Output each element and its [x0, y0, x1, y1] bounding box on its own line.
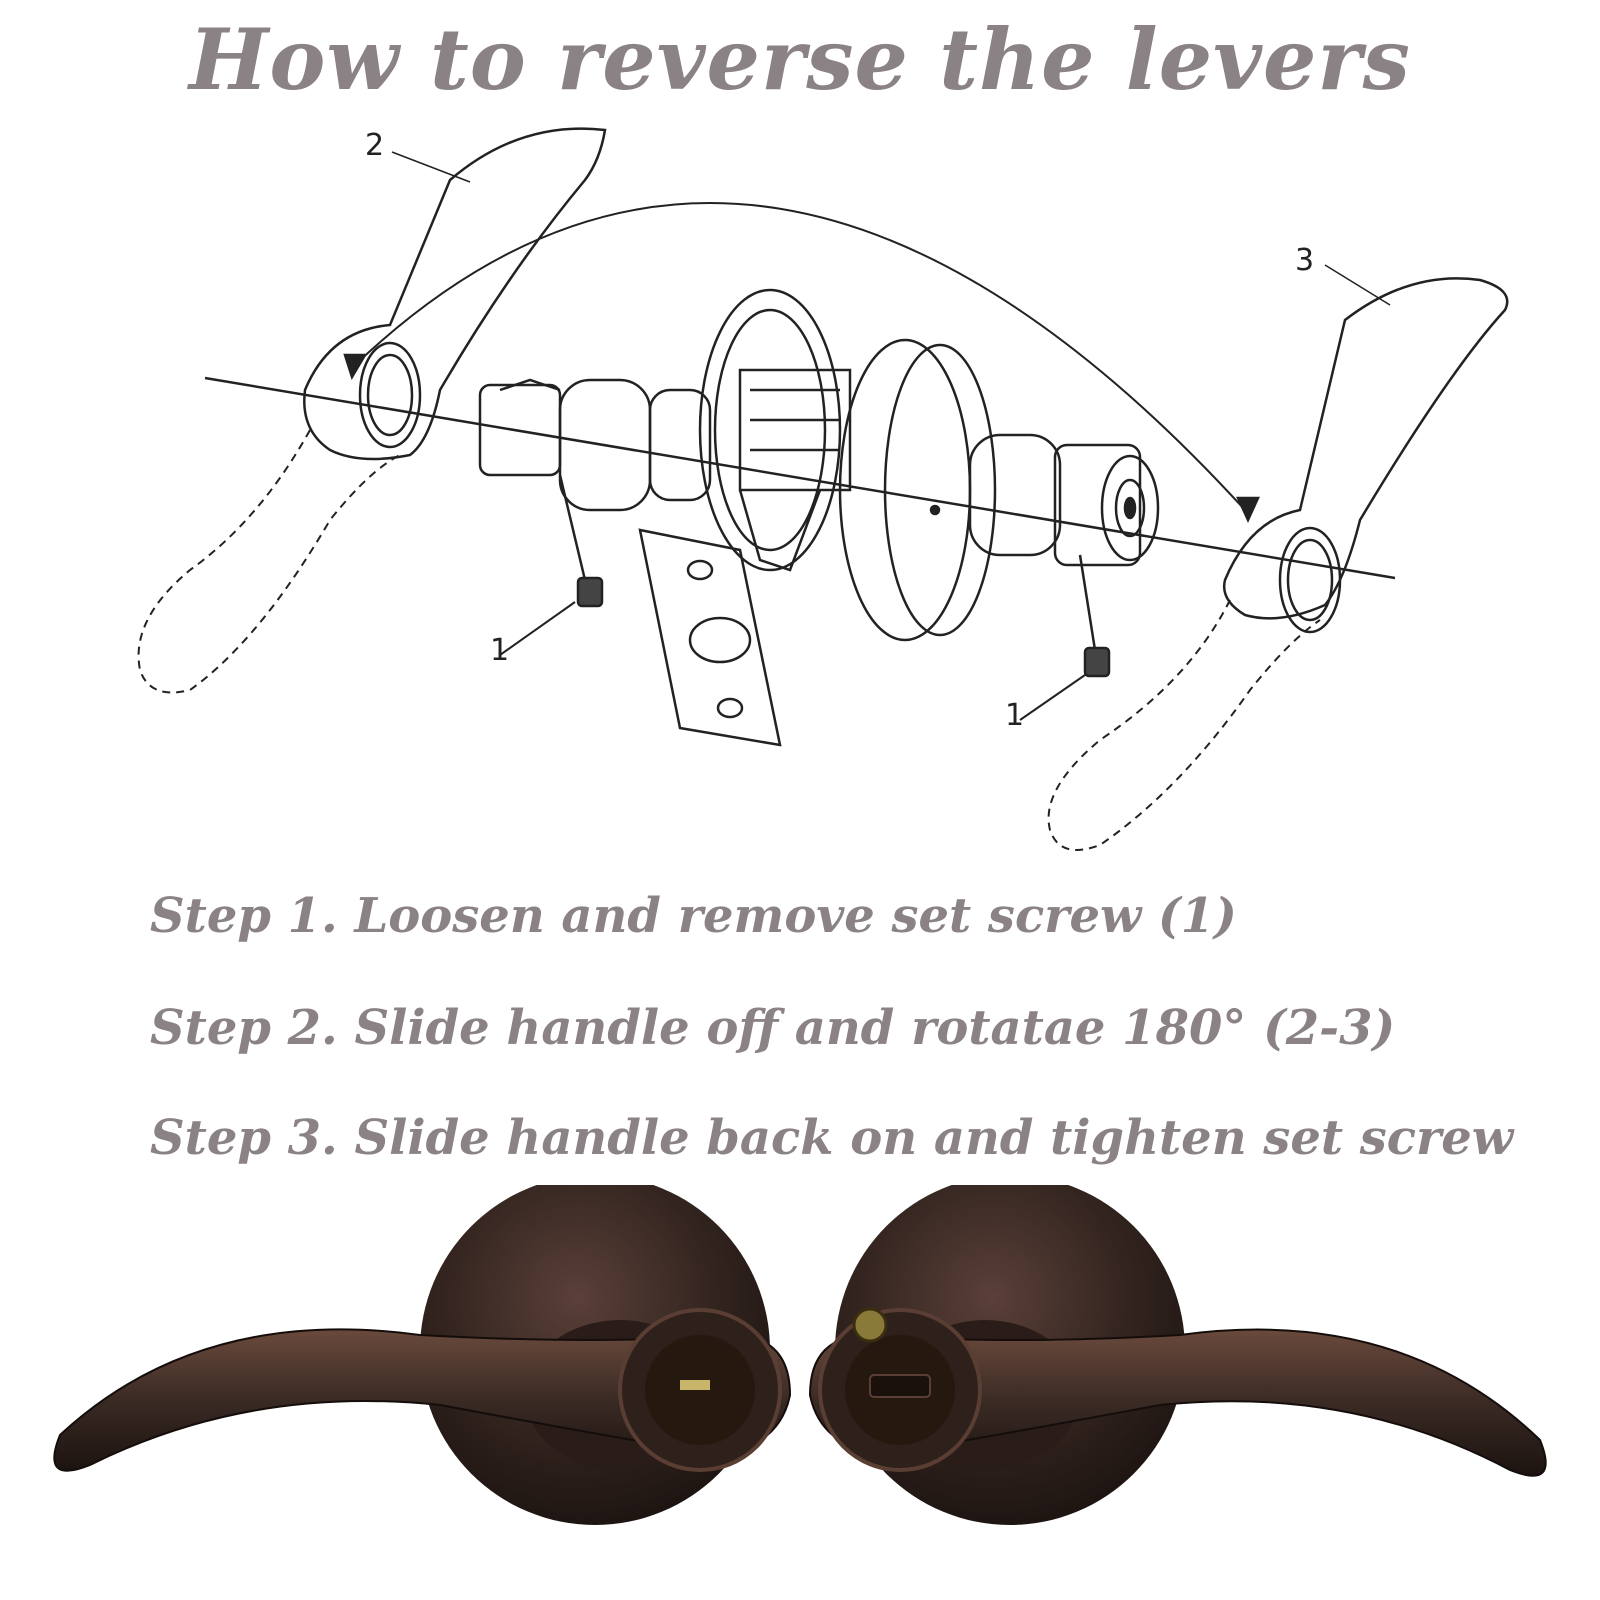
step-1-text: Step 1. Loosen and remove set screw (1) [150, 888, 1237, 944]
callout-1-left: 1 [490, 633, 509, 668]
lever-2 [303, 127, 607, 461]
spindle-axis-line [204, 376, 1396, 580]
callout-3: 3 [1295, 243, 1314, 278]
rotation-arrow [354, 202, 1246, 511]
set-screw-right [1019, 554, 1111, 721]
right-rose [838, 338, 997, 642]
lever-3-rotated-ghost [1047, 599, 1321, 851]
rotation-arrowhead-right [1236, 496, 1260, 524]
left-lever-handle [53, 1185, 792, 1525]
step-3-text: Step 3. Slide handle back on and tighten… [150, 1110, 1514, 1166]
rotation-arrowhead-left [343, 353, 368, 381]
set-screw-left [499, 474, 604, 656]
lever-2-rotated-ghost [137, 429, 401, 694]
left-spindle [478, 378, 712, 512]
callout-2-leader [391, 151, 471, 183]
page-title: How to reverse the levers [189, 10, 1411, 109]
callout-2: 2 [365, 128, 384, 163]
lock-chassis [698, 288, 852, 572]
set-screw-brass [852, 1307, 888, 1343]
callout-1-right: 1 [1005, 698, 1024, 733]
exploded-lever-diagram: 2 3 1 1 [137, 127, 1509, 851]
lever-3 [1222, 277, 1509, 634]
right-lever-handle [808, 1185, 1547, 1525]
step-2-text: Step 2. Slide handle off and rotatae 180… [150, 1000, 1396, 1056]
latch-plate [638, 528, 782, 747]
callout-3-leader [1324, 264, 1391, 306]
right-spindle [968, 433, 1160, 567]
lever-set-photo [53, 1185, 1547, 1525]
